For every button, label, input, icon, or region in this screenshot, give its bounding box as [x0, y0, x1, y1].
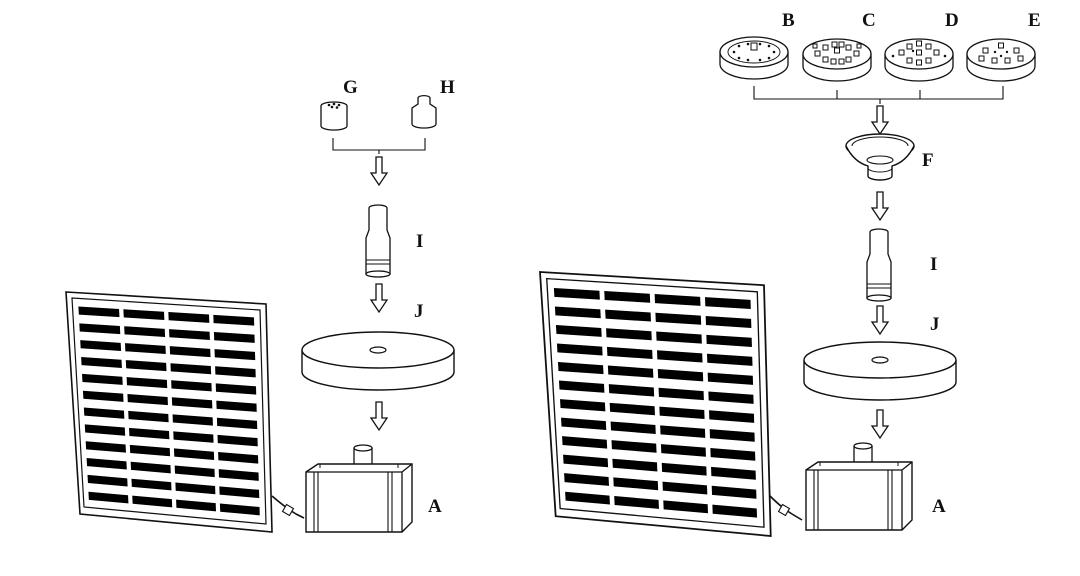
pump-icon — [305, 444, 413, 533]
spray-head-c-icon — [802, 38, 872, 82]
solar-panel-icon — [539, 271, 772, 537]
solar-panel-icon — [65, 291, 273, 533]
label-i: I — [930, 254, 937, 275]
label-h: H — [440, 77, 455, 98]
funnel-nozzle-icon — [845, 133, 915, 181]
spray-head-d-icon — [884, 38, 954, 82]
label-a: A — [428, 496, 442, 517]
label-c: C — [862, 10, 876, 31]
spray-head-b-icon — [719, 36, 789, 80]
pump-icon — [805, 442, 913, 531]
down-arrow-icon — [370, 401, 388, 431]
label-i: I — [416, 231, 423, 252]
right-assembly: B C — [539, 10, 1041, 537]
bracket — [753, 86, 1004, 104]
label-a: A — [932, 496, 946, 517]
bracket — [332, 138, 426, 154]
down-arrow-icon — [871, 105, 889, 135]
nozzle-h-icon — [411, 94, 437, 129]
float-disc-icon — [301, 331, 455, 391]
down-arrow-icon — [871, 409, 889, 439]
label-j: J — [930, 314, 940, 335]
spray-head-e-icon — [966, 38, 1036, 82]
label-d: D — [945, 10, 959, 31]
down-arrow-icon — [871, 191, 889, 221]
float-disc-icon — [803, 341, 957, 401]
down-arrow-icon — [370, 283, 388, 313]
down-arrow-icon — [871, 305, 889, 335]
label-b: B — [782, 10, 795, 31]
label-f: F — [922, 150, 934, 171]
label-e: E — [1028, 10, 1041, 31]
nozzle-g-icon — [320, 101, 348, 131]
extension-tube-icon — [365, 204, 391, 278]
label-g: G — [343, 77, 358, 98]
left-assembly: G H I J A — [65, 77, 455, 533]
down-arrow-icon — [370, 156, 388, 186]
label-j: J — [414, 301, 424, 322]
extension-tube-icon — [866, 228, 892, 302]
